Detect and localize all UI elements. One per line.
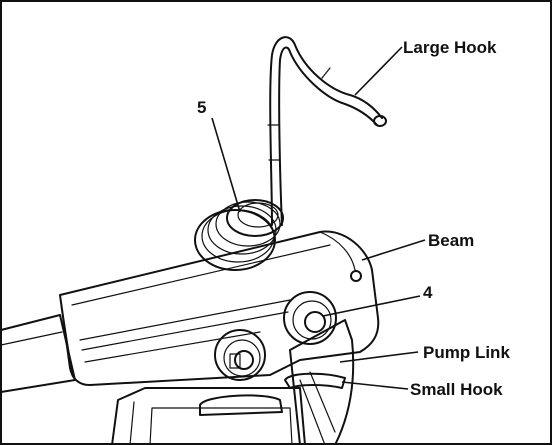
beam-body xyxy=(59,230,380,386)
label-pump-link: Pump Link xyxy=(423,343,510,362)
leader-five xyxy=(211,117,241,213)
spring-coil xyxy=(194,199,284,271)
leader-small-hook xyxy=(341,381,409,390)
label-small-hook: Small Hook xyxy=(410,380,503,399)
base-housing xyxy=(111,387,306,445)
large-hook xyxy=(267,36,387,226)
label-large-hook: Large Hook xyxy=(403,38,497,57)
pivot-bolt-lower xyxy=(214,329,266,381)
pivot-bolt-4 xyxy=(283,291,337,345)
leader-large-hook xyxy=(354,46,403,96)
leader-pump-link xyxy=(339,351,419,363)
label-five: 5 xyxy=(197,98,206,117)
small-hook xyxy=(284,372,346,389)
leader-beam xyxy=(361,239,426,261)
leader-four xyxy=(322,295,421,317)
label-beam: Beam xyxy=(428,231,474,250)
label-four: 4 xyxy=(423,283,433,302)
